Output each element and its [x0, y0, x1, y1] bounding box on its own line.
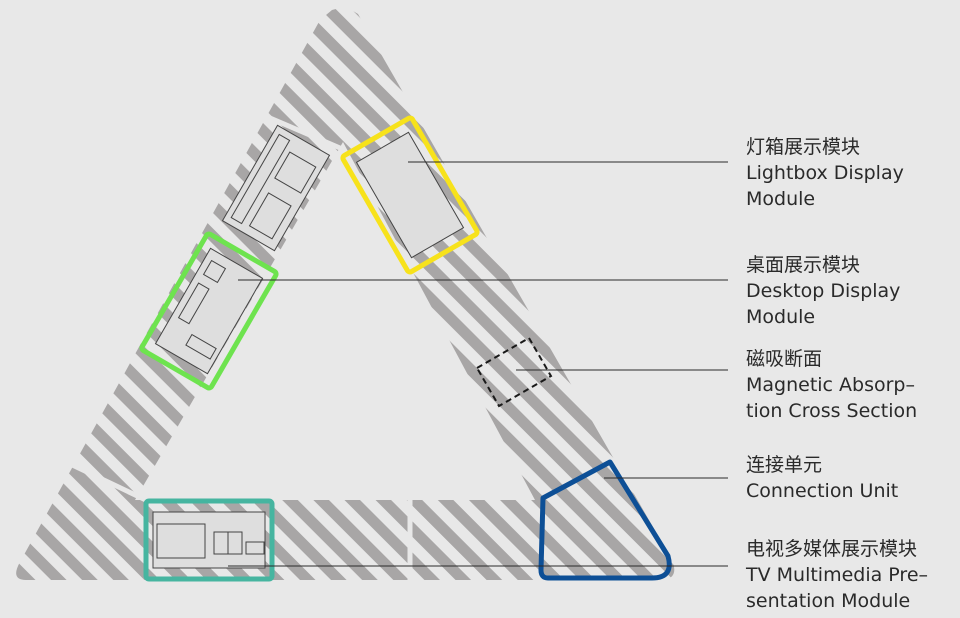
label-en: Module	[746, 188, 816, 210]
lightbox-display-module	[340, 115, 480, 275]
label-tv-multimedia: 电视多媒体展示模块 TV Multimedia Pre– sentation M…	[746, 536, 928, 614]
label-zh: 连接单元	[746, 454, 823, 476]
frame-joints	[64, 115, 413, 580]
label-lightbox-display: 灯箱展示模块 Lightbox Display Module	[746, 134, 904, 212]
label-zh: 磁吸断面	[746, 348, 823, 370]
upper-left-panel	[221, 124, 331, 252]
label-en: tion Cross Section	[746, 400, 918, 422]
label-connection-unit: 连接单元 Connection Unit	[746, 452, 898, 504]
label-en: Connection Unit	[746, 480, 899, 502]
label-zh: 灯箱展示模块	[746, 136, 861, 158]
connection-unit	[538, 459, 672, 581]
magnetic-cross-section	[475, 336, 553, 408]
triangle-frame	[16, 8, 675, 580]
label-en: Module	[746, 306, 816, 328]
label-en: sentation Module	[746, 590, 911, 612]
label-en: Magnetic Absorp–	[746, 374, 915, 396]
label-desktop-display: 桌面展示模块 Desktop Display Module	[746, 252, 900, 330]
label-zh: 桌面展示模块	[746, 254, 861, 276]
leader-lines	[228, 161, 728, 567]
desktop-display-module	[139, 231, 279, 391]
label-en: Lightbox Display	[746, 162, 904, 184]
label-magnetic-cross-section: 磁吸断面 Magnetic Absorp– tion Cross Section	[746, 346, 917, 424]
label-en: TV Multimedia Pre–	[746, 564, 929, 586]
tv-multimedia-module	[143, 498, 275, 582]
label-zh: 电视多媒体展示模块	[746, 538, 918, 560]
label-en: Desktop Display	[746, 280, 901, 302]
